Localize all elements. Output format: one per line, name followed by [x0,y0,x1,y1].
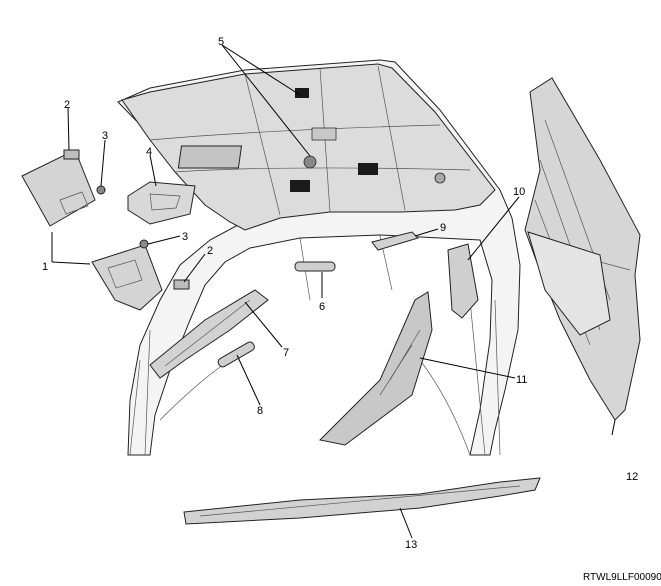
callout-12: 12 [626,471,638,483]
callout-7: 7 [283,347,289,359]
callout-8: 8 [257,405,263,417]
roof-headliner [121,63,496,231]
headliner-opening [358,163,378,175]
headliner-opening [290,180,310,192]
callout-6: 6 [319,301,325,313]
sun-visor-holder [173,279,190,290]
callout-2: 2 [207,245,213,257]
clip [96,185,106,195]
callout-11: 11 [516,374,527,386]
headliner-opening [177,145,243,169]
assist-grip-rear [217,341,255,368]
callout-9: 9 [440,222,446,234]
assist-grip-front [294,261,336,272]
headliner-opening [295,88,309,98]
front-pillar-garnish [149,289,269,379]
callout-2: 2 [64,99,70,111]
callout-3: 3 [102,130,108,142]
figure-code: RTWL9LLF000901 [583,572,661,583]
scuff-plate [183,477,541,525]
roof-side-garnish [371,231,419,251]
sun-visor-left [21,149,96,227]
leader-lines [51,44,520,539]
sun-visor-right [91,244,163,311]
center-pillar-lower-garnish [318,291,433,446]
callout-1: 1 [42,261,48,273]
sun-visor-holder [63,149,80,160]
clip [139,239,149,249]
console-lamp [127,181,196,225]
callout-4: 4 [146,146,152,158]
callout-labels: 1 2 2 3 3 4 5 6 7 8 9 10 11 12 13 [42,36,638,551]
rear-trim-panel [524,77,641,436]
center-pillar-upper-garnish [447,243,479,319]
callout-5: 5 [218,36,224,48]
callout-10: 10 [513,186,525,198]
callout-3: 3 [182,231,188,243]
callout-13: 13 [405,539,417,551]
headliner-opening [311,127,337,141]
